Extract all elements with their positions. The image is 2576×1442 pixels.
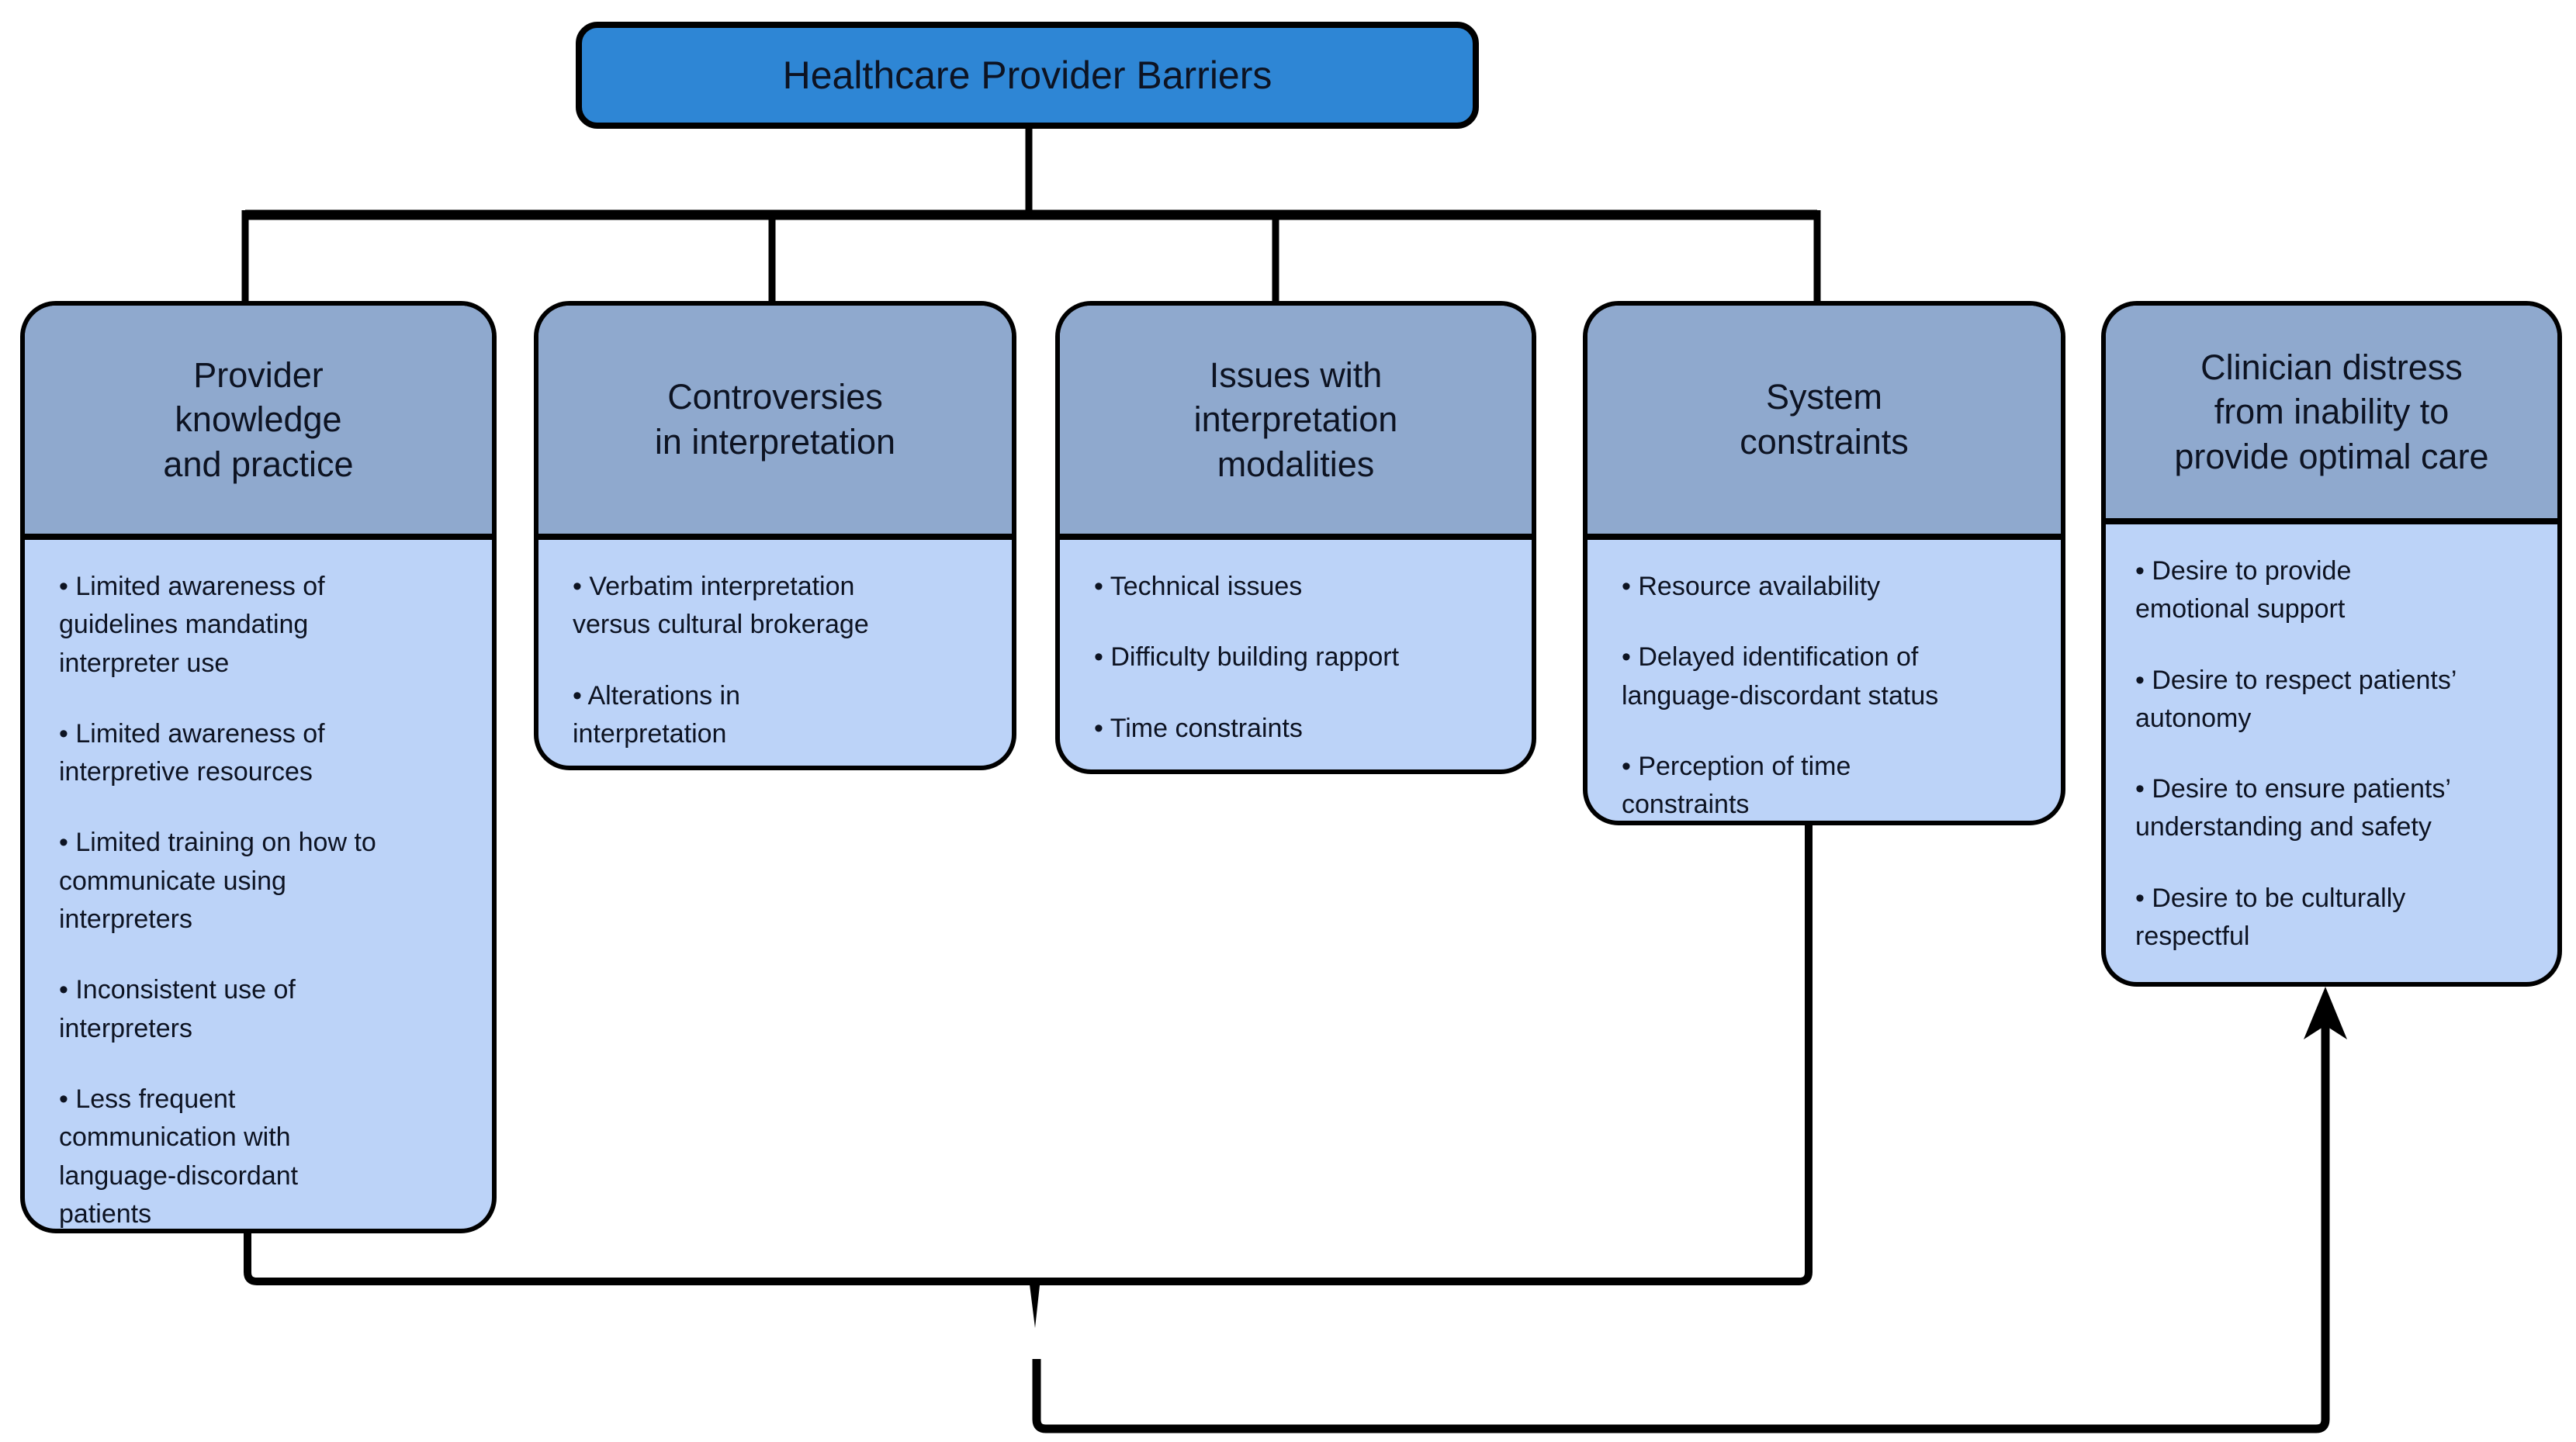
bullet-item: • Desire to provide emotional support [2135, 556, 2352, 624]
bullet-item: • Time constraints [1094, 713, 1303, 743]
bullet-item: • Desire to be culturally respectful [2135, 883, 2406, 952]
category-header: Clinician distress from inability to pro… [2106, 306, 2557, 524]
category-title: Clinician distress from inability to pro… [2174, 347, 2489, 476]
root-node-healthcare-provider-barriers: Healthcare Provider Barriers [576, 22, 1479, 129]
arrowhead-up-icon [2304, 987, 2347, 1039]
category-bullet-list: • Verbatim interpretation versus cultura… [538, 540, 1012, 766]
category-box-provider-knowledge-and-practice: Provider knowledge and practice • Limite… [20, 301, 497, 1233]
category-box-issues-with-interpretation-modalities: Issues with interpretation modalities • … [1055, 301, 1536, 774]
category-bullet-list: • Limited awareness of guidelines mandat… [25, 540, 492, 1229]
root-node-label: Healthcare Provider Barriers [782, 54, 1272, 97]
bullet-item: • Resource availability [1622, 572, 1881, 601]
bullet-item: • Verbatim interpretation versus cultura… [573, 572, 869, 640]
bullet-item: • Desire to ensure patients’ understandi… [2135, 774, 2451, 842]
category-box-clinician-distress: Clinician distress from inability to pro… [2101, 301, 2562, 987]
bullet-item: • Delayed identification of language-dis… [1622, 642, 1939, 711]
bullet-item: • Desire to respect patients’ autonomy [2135, 665, 2457, 733]
collector-center-tick [1029, 1278, 1040, 1328]
bullet-item: • Inconsistent use of interpreters [59, 975, 296, 1043]
category-box-controversies-in-interpretation: Controversies in interpretation • Verbat… [534, 301, 1016, 770]
bullet-item: • Less frequent communication with langu… [59, 1084, 299, 1229]
category-header: System constraints [1587, 306, 2061, 540]
category-header: Issues with interpretation modalities [1060, 306, 1532, 540]
category-header: Controversies in interpretation [538, 306, 1012, 540]
category-title: Provider knowledge and practice [163, 354, 354, 484]
category-header: Provider knowledge and practice [25, 306, 492, 540]
category-bullet-list: • Technical issues • Difficulty building … [1060, 540, 1532, 769]
bullet-item: • Limited awareness of guidelines mandat… [59, 572, 325, 678]
connector-feedback-path [1032, 1018, 2330, 1433]
bullet-item: • Alterations in interpretation [573, 680, 741, 749]
category-box-system-constraints: System constraints • Resource availabili… [1583, 301, 2065, 825]
category-bullet-list: • Resource availability • Delayed identif… [1587, 540, 2061, 821]
bullet-item: • Perception of time constraints [1622, 751, 1851, 820]
category-title: Issues with interpretation modalities [1193, 354, 1398, 484]
category-title: Controversies in interpretation [654, 377, 896, 462]
category-title: System constraints [1740, 377, 1909, 462]
bullet-item: • Limited training on how to communicate… [59, 828, 376, 935]
bullet-item: • Difficulty building rapport [1094, 642, 1400, 673]
bullet-item: • Limited awareness of interpretive reso… [59, 718, 325, 787]
connector-bottom-collector [244, 822, 1813, 1285]
bullet-item: • Technical issues [1094, 572, 1303, 601]
category-bullet-list: • Desire to provide emotional support • D… [2106, 524, 2557, 982]
